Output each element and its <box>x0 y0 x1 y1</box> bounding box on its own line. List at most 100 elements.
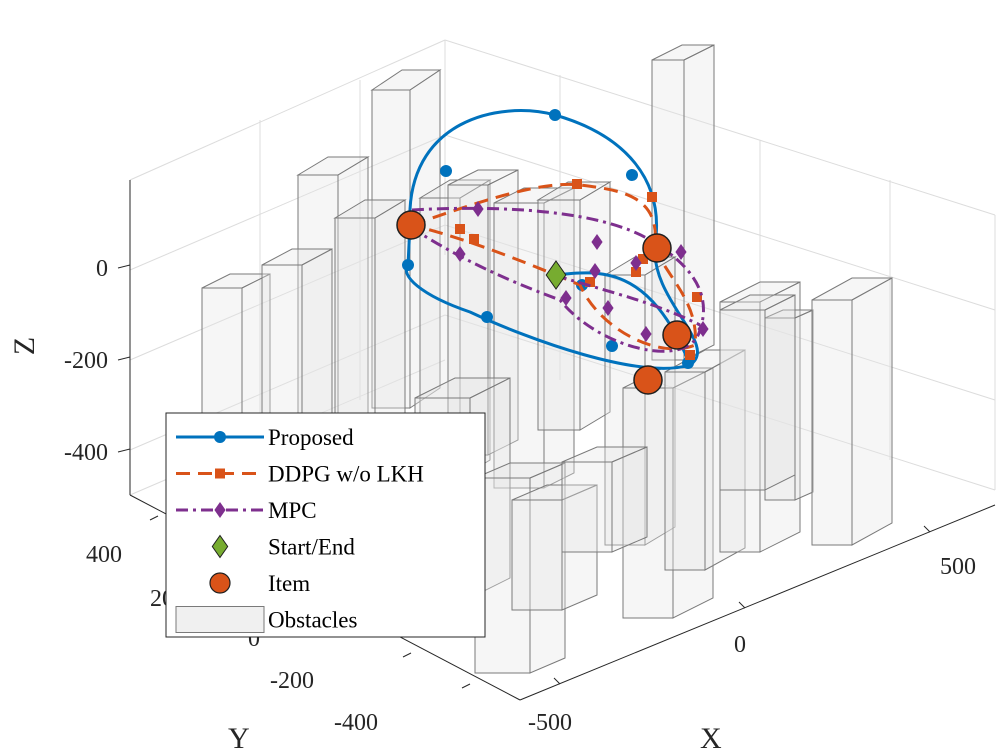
legend-label: DDPG w/o LKH <box>268 462 424 487</box>
legend-label: Proposed <box>268 425 354 450</box>
obstacle <box>536 181 612 431</box>
z-axis-label: Z <box>8 337 41 355</box>
obstacle-side <box>409 69 441 409</box>
x-tick-mark <box>738 601 746 609</box>
y-tick-mark <box>402 652 412 658</box>
ddpg-marker <box>572 179 582 189</box>
trajectories <box>396 109 709 395</box>
legend-box <box>165 412 486 638</box>
obstacle-front <box>511 499 563 611</box>
legend-marker <box>209 572 231 594</box>
axis-line <box>519 504 996 701</box>
ddpg-marker <box>631 267 641 277</box>
grid-line <box>129 224 446 361</box>
legend-entry: Start/End <box>211 535 355 560</box>
mpc-marker <box>675 244 687 260</box>
obstacle-side <box>459 179 491 479</box>
legend-marker <box>215 468 225 479</box>
legend-entry: Obstacles <box>175 606 357 633</box>
start-end-marker <box>545 260 567 290</box>
obstacle <box>811 277 893 546</box>
obstacle <box>493 187 575 489</box>
obstacle <box>764 309 814 501</box>
x-tick-500: 500 <box>940 554 976 580</box>
legend-entry: Proposed <box>176 425 354 450</box>
grid-line <box>444 134 996 311</box>
axis-line <box>117 356 131 361</box>
proposed-marker <box>549 109 561 121</box>
obstacle <box>418 179 492 479</box>
ddpg-marker <box>647 192 657 202</box>
y-tick-mark <box>149 515 159 521</box>
mpc-marker <box>697 321 709 337</box>
ddpg-marker <box>692 292 702 302</box>
y-tick-400: 400 <box>86 542 122 568</box>
ddpg-marker <box>685 350 695 360</box>
obstacle-front <box>537 199 581 431</box>
proposed-line <box>404 109 699 370</box>
obstacle-side <box>794 309 814 501</box>
mpc-marker <box>454 246 466 262</box>
y-tick-minus200: -200 <box>270 668 314 694</box>
ddpg-line <box>411 182 697 351</box>
obstacle-side <box>672 367 714 619</box>
legend-label: Start/End <box>268 535 355 560</box>
legend-marker <box>214 502 226 518</box>
obstacle <box>511 484 598 611</box>
proposed-marker <box>440 165 452 177</box>
x-tick-minus500: -500 <box>528 710 572 736</box>
obstacle-side <box>683 44 715 361</box>
obstacle-front <box>719 309 766 491</box>
item-marker <box>633 365 663 395</box>
obstacle-side <box>561 484 598 611</box>
x-tick-mark <box>553 677 561 685</box>
mpc-marker <box>591 234 603 250</box>
obstacle <box>664 349 746 571</box>
ddpg-marker <box>455 224 465 234</box>
obstacle-front <box>664 371 706 571</box>
obstacle-front <box>811 299 853 546</box>
obstacle-side <box>611 446 648 553</box>
legend-entry: MPC <box>176 498 317 523</box>
grid-line <box>129 39 446 181</box>
obstacle-side <box>543 187 575 489</box>
obstacle-side <box>529 462 566 674</box>
obstacle <box>474 462 566 674</box>
item-marker <box>642 233 672 263</box>
obstacle <box>296 156 370 476</box>
legend-entry: Item <box>209 571 310 596</box>
obstacle <box>561 446 648 553</box>
item-marker <box>662 320 692 350</box>
y-axis-label: Y <box>228 722 250 751</box>
mpc-marker <box>602 300 614 316</box>
proposed-marker <box>626 169 638 181</box>
item-marker <box>396 210 426 240</box>
x-axis-label: X <box>700 722 722 751</box>
mpc-marker <box>589 263 601 279</box>
obstacle-front <box>561 461 613 553</box>
x-tick-mark <box>923 525 931 533</box>
ddpg-marker <box>638 254 648 264</box>
grid-line <box>129 134 446 271</box>
legend-label: Obstacles <box>268 608 357 633</box>
proposed-marker <box>481 311 493 323</box>
z-tick-minus200: -200 <box>64 348 108 374</box>
y-tick-mark <box>461 683 471 689</box>
proposed-marker <box>402 259 414 271</box>
mpc-marker <box>560 290 572 306</box>
obstacle-side <box>759 281 801 553</box>
obstacle-side <box>704 349 746 571</box>
ddpg-marker <box>585 277 595 287</box>
legend-patch <box>175 606 265 633</box>
legend-label: Item <box>268 571 310 596</box>
obstacle <box>719 294 796 491</box>
obstacle <box>622 367 714 619</box>
legend-marker <box>214 431 226 443</box>
obstacle <box>370 69 442 409</box>
y-tick-minus400: -400 <box>334 710 378 736</box>
proposed-marker <box>606 340 618 352</box>
legend-label: MPC <box>268 498 317 523</box>
mpc-marker <box>640 326 652 342</box>
